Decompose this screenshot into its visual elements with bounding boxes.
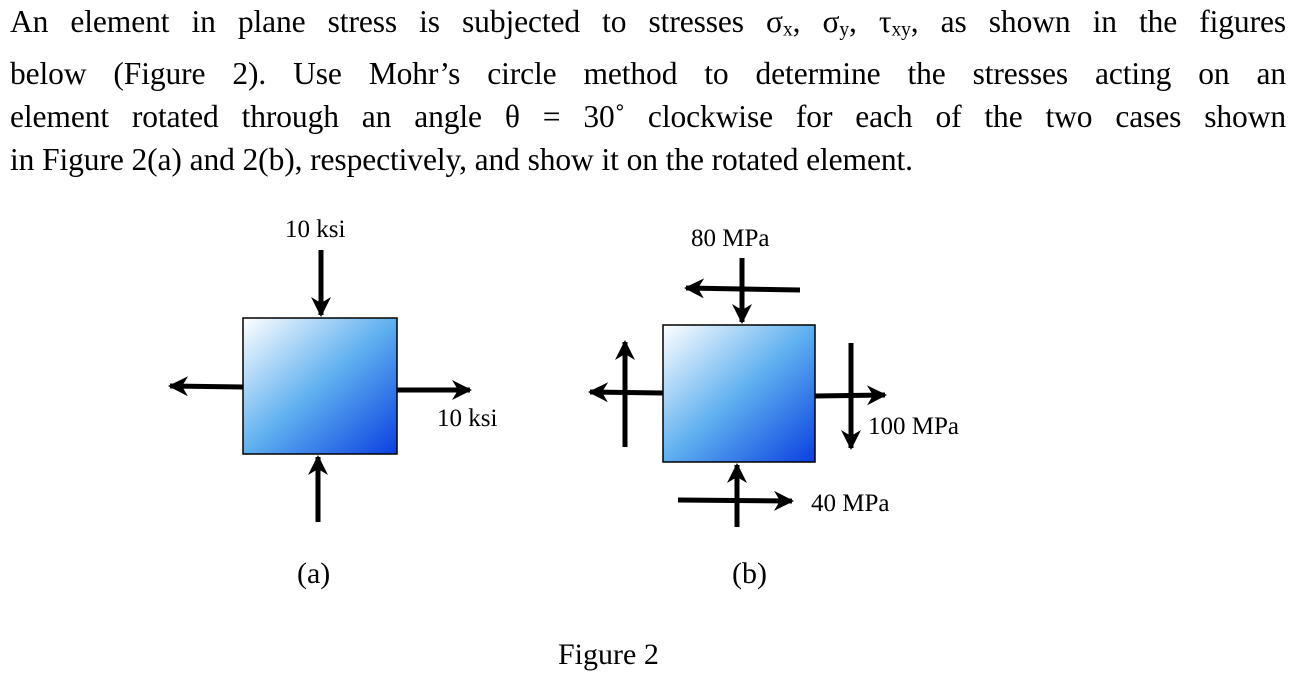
figure-a-right-label: 10 ksi: [437, 405, 498, 432]
stress-element-a: [242, 317, 398, 455]
problem-statement: An element in plane stress is subjected …: [10, 0, 1286, 181]
arrow-left-normal-b: [588, 382, 664, 403]
arrow-bottom-shear-b: [677, 490, 794, 511]
figure-b-right-label: 100 MPa: [868, 413, 959, 440]
arrow-right-normal-b: [814, 385, 887, 406]
problem-line-3: element rotated through an angle θ = 30˚…: [10, 98, 1286, 134]
figure-b-bottom-label: 40 MPa: [811, 490, 890, 517]
figure-b-caption: (b): [732, 557, 767, 590]
figure-b-top-label: 80 MPa: [691, 225, 770, 252]
arrow-left-a: [168, 376, 244, 397]
problem-line-4: in Figure 2(a) and 2(b), respectively, a…: [10, 141, 913, 177]
figure-b: [588, 258, 887, 527]
arrow-top-shear-b: [684, 278, 801, 299]
figure-caption: Figure 2: [558, 638, 659, 671]
figure-a-caption: (a): [297, 557, 331, 590]
problem-line-1: An element in plane stress is subjected …: [10, 4, 1287, 41]
figure-a-top-label: 10 ksi: [285, 216, 346, 243]
stress-element-b: [662, 324, 816, 463]
problem-line-2: below (Figure 2). Use Mohr’s circle meth…: [10, 55, 1286, 91]
figure-a: [168, 250, 472, 522]
